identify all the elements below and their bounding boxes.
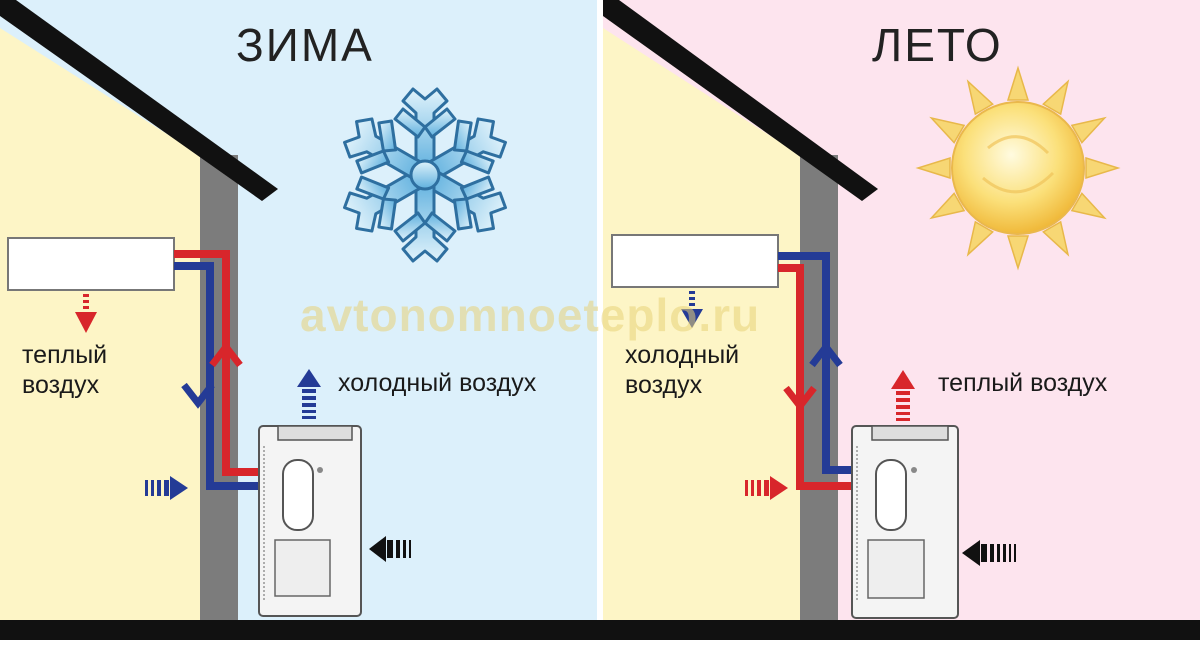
summer-indoor-unit	[611, 234, 779, 288]
summer-panel	[603, 0, 1200, 622]
winter-title: ЗИМА	[236, 19, 374, 71]
summer-house-interior	[603, 28, 800, 622]
winter-indoor-label: теплый воздух	[22, 341, 108, 399]
summer-outdoor-label: теплый воздух	[938, 369, 1108, 397]
summer-cold-air-arrow	[681, 291, 703, 328]
summer-intake-air-arrow	[745, 476, 788, 500]
summer-cold-pipe	[778, 252, 852, 474]
winter-cold-pipe	[174, 262, 262, 490]
panel-divider	[597, 0, 603, 622]
summer-wall	[800, 155, 838, 622]
summer-outdoor-unit	[851, 425, 959, 619]
winter-cold-air-out-arrow	[297, 369, 321, 419]
summer-roof	[603, 0, 878, 201]
winter-hot-pipe	[174, 250, 262, 476]
summer-cold-flow-arrow	[809, 341, 843, 368]
winter-panel	[0, 0, 598, 622]
site-watermark: avtonomnoeteplo.ru	[300, 289, 761, 341]
summer-hot-flow-arrow	[783, 385, 817, 412]
summer-title: ЛЕТО	[872, 19, 1003, 71]
sun-icon	[915, 65, 1121, 271]
winter-warm-air-arrow	[75, 294, 97, 333]
ground-line	[0, 620, 1200, 640]
winter-indoor-unit	[7, 237, 175, 291]
winter-outdoor-intake-arrow	[369, 536, 411, 562]
summer-hot-pipe	[778, 264, 852, 490]
winter-house-interior	[0, 28, 200, 622]
winter-outdoor-unit	[258, 425, 362, 617]
winter-intake-air-arrow	[145, 476, 188, 500]
snowflake-icon	[334, 87, 516, 263]
summer-indoor-label: холодный воздух	[625, 341, 740, 399]
winter-outdoor-label: холодный воздух	[338, 369, 537, 397]
summer-outdoor-intake-arrow	[962, 540, 1016, 566]
winter-cold-flow-arrow	[181, 382, 215, 409]
winter-hot-flow-arrow	[209, 341, 243, 368]
winter-roof	[0, 0, 278, 201]
summer-warm-air-out-arrow	[891, 370, 915, 421]
